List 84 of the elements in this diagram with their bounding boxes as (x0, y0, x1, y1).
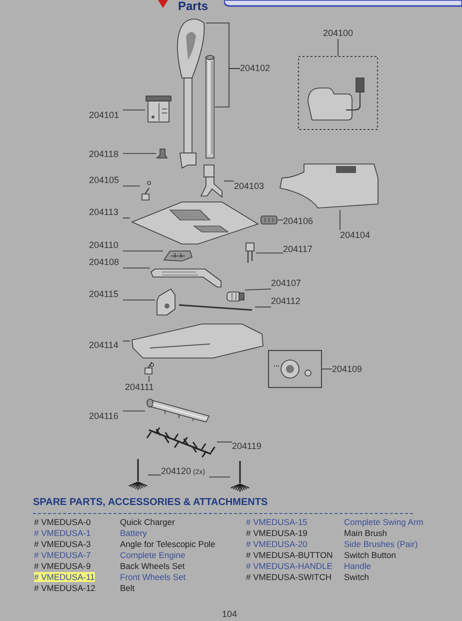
callout-number: 204104 (340, 230, 370, 241)
part-number: # VMEDUSA-11 (34, 572, 96, 583)
latch-drawing (163, 250, 193, 262)
part-description: Quick Charger (120, 517, 176, 528)
wheel-set-drawing (268, 350, 322, 388)
screw-drawing (140, 180, 152, 202)
leader-line (122, 340, 130, 342)
charger-drawing (298, 56, 378, 130)
angle-piece-drawing (200, 164, 224, 198)
part-description: Battery (120, 528, 148, 539)
callout-number: 204100 (323, 28, 354, 39)
leader-line (322, 368, 332, 370)
part-number: # VMEDUSA-15 (246, 517, 308, 528)
page-number: 104 (222, 609, 238, 620)
cover-drawing (130, 200, 260, 245)
callout-number: 204113 (89, 207, 118, 218)
callout-number: 204117 (283, 244, 312, 255)
part-description: Front Wheels Set (120, 572, 187, 583)
part-description: Back Wheels Set (120, 561, 186, 572)
callout-number: 204110 (89, 240, 118, 251)
leader-line (244, 288, 272, 290)
callout-number: 204118 (89, 149, 118, 160)
callout-number: 204106 (283, 216, 314, 227)
switch-drawing (244, 242, 256, 264)
part-description: Belt (120, 583, 136, 594)
leader-line (148, 474, 162, 476)
callout-number: 204114 (89, 340, 118, 351)
switch-button-drawing (260, 215, 278, 225)
leader-line (122, 153, 156, 154)
part-number: # VMEDUSA-1 (34, 528, 92, 539)
part-number: # VMEDUSA-12 (34, 583, 96, 594)
callout-number: 204105 (89, 175, 120, 186)
side-brush-drawing (128, 458, 148, 492)
roller-drawing (145, 398, 211, 422)
part-number: # VMEDUSA-7 (34, 550, 92, 561)
part-description: Side Brushes (Pair) (344, 539, 419, 550)
leader-line (254, 306, 272, 308)
part-description: Complete Engine (120, 550, 186, 561)
part-description: Switch (344, 572, 370, 583)
leader-line (256, 252, 284, 254)
screw-drawing (143, 362, 155, 376)
battery-drawing (145, 95, 172, 123)
swing-arm-drawing (155, 288, 177, 316)
callout-number: 204112 (271, 296, 300, 307)
side-brush-drawing (230, 460, 250, 494)
part-number: # VMEDUSA-BUTTON (246, 550, 334, 561)
pole-drawing (205, 55, 215, 160)
base-drawing (130, 322, 265, 360)
page-title: Parts (178, 0, 208, 12)
part-number: # VMEDUSA-19 (246, 528, 308, 539)
leader-line (224, 180, 234, 182)
part-number: # VMEDUSA-HANDLE (246, 561, 334, 572)
callout-number: 204120 (161, 466, 192, 477)
plate-drawing (150, 268, 222, 288)
leader-line (122, 410, 146, 412)
callout-number: 204103 (234, 181, 264, 192)
callout-number: 204119 (232, 441, 262, 452)
part-description: Complete Swing Arm (344, 517, 424, 528)
callout-number: 204116 (89, 411, 118, 422)
part-description: Switch Button (344, 550, 397, 561)
axle-drawing (178, 304, 255, 312)
part-description: Main Brush (344, 528, 388, 539)
part-number: # VMEDUSA-0 (34, 517, 92, 528)
callout-number: 204101 (89, 110, 120, 121)
callout-number: 204107 (271, 278, 302, 289)
leader-line (148, 376, 150, 382)
clip-drawing (156, 148, 168, 159)
section-heading: SPARE PARTS, ACCESSORIES & ATTACHMENTS (33, 497, 268, 508)
leader-line (214, 68, 240, 108)
part-number: # VMEDUSA-SWITCH (246, 572, 332, 583)
part-number: # VMEDUSA-20 (246, 539, 308, 550)
callout-number: 204108 (89, 257, 120, 268)
callout-number: 204111 (125, 382, 154, 393)
callout-number: 204109 (332, 364, 362, 375)
brush-drawing (145, 426, 217, 458)
part-number: # VMEDUSA-9 (34, 561, 92, 572)
motor-drawing (225, 290, 245, 303)
part-number: # VMEDUSA-3 (34, 539, 92, 550)
leader-line (208, 476, 230, 478)
part-description: Handle (344, 561, 372, 572)
callout-number: 204102 (240, 63, 270, 74)
leader-line (122, 250, 164, 252)
part-description: Angle for Telescopic Pole (120, 539, 216, 550)
callout-number: 204115 (89, 289, 118, 300)
